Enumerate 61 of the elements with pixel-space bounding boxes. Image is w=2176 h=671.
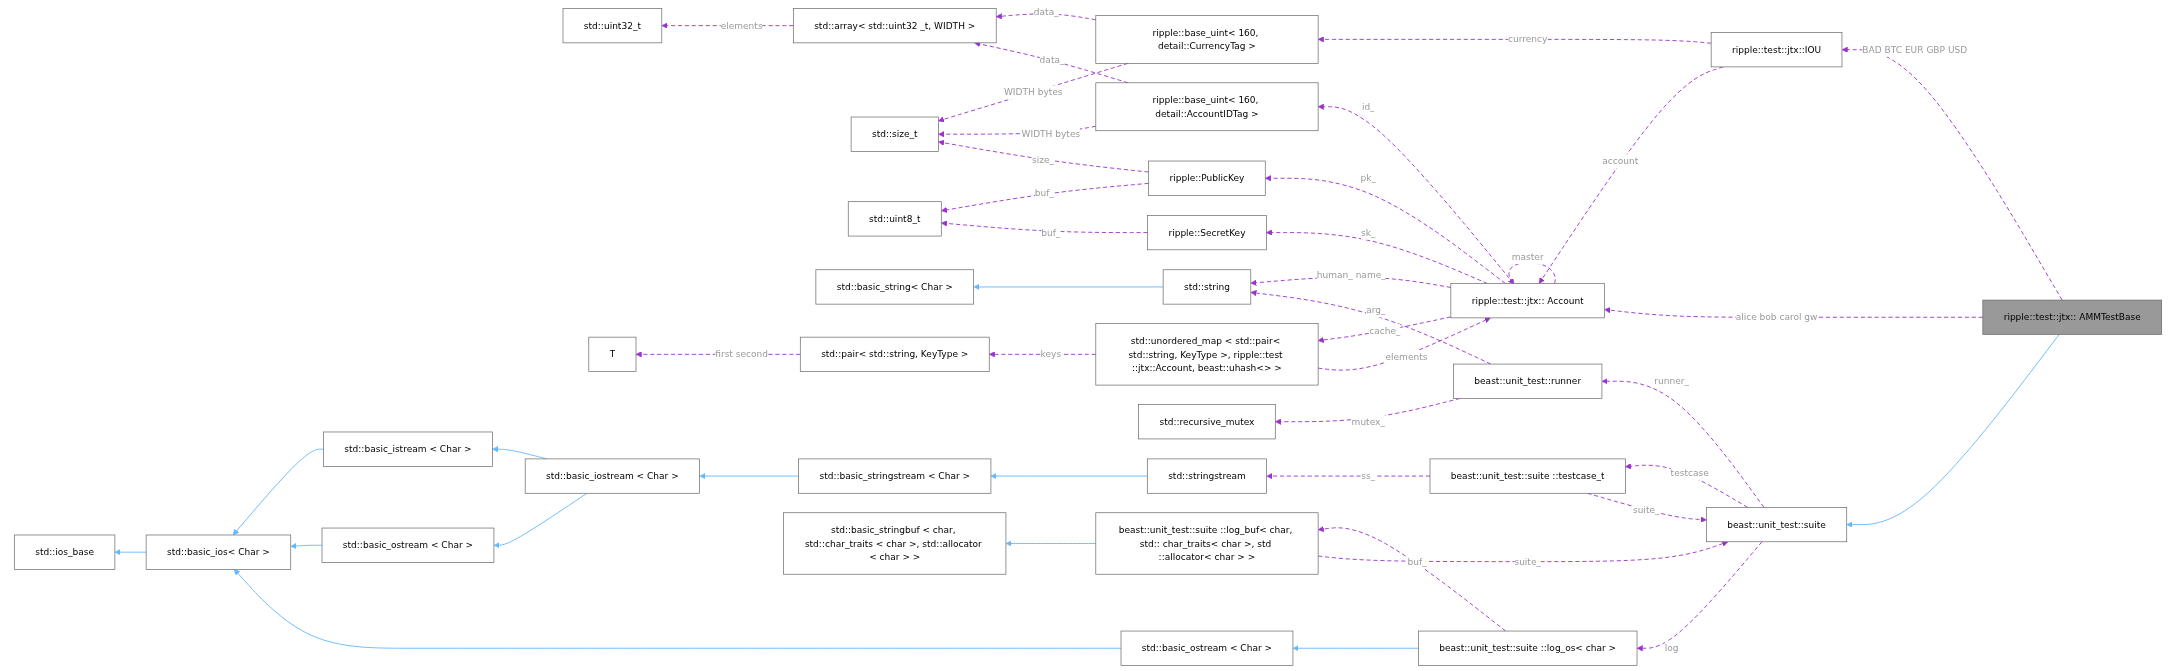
node-box: std::basic_stringstream < Char > (798, 458, 992, 494)
node-box: ripple::test::jtx:: Account (1450, 283, 1605, 319)
edge-label: first second (715, 348, 768, 360)
edge-label: master (1511, 251, 1544, 263)
node-box: ripple::PublicKey (1148, 160, 1266, 196)
edge-label: BAD BTC EUR GBP USD (1862, 44, 1968, 55)
node-box: std::uint32_t (562, 8, 663, 44)
node-box: std::ios_base (14, 534, 116, 570)
node-box: std::recursive_mutex (1138, 404, 1276, 440)
edge-label: log (1664, 642, 1679, 654)
edge-label: WIDTH bytes (1021, 128, 1081, 140)
edge-label: keys (1040, 348, 1062, 360)
edge-label: suite_ (1632, 504, 1660, 516)
edge-label: mutex_ (1351, 416, 1385, 427)
edge-label: suite_ (1514, 556, 1541, 567)
node-box: std::pair< std::string, KeyType > (799, 336, 990, 372)
node-box: ripple::test::jtx:: AMMTestBase (1982, 299, 2162, 335)
node-box: ripple::test::jtx::IOU (1710, 32, 1843, 68)
edge-label: ss_ (1361, 470, 1376, 482)
edge-label: sk_ (1361, 227, 1376, 238)
node-box: std::size_t (850, 116, 939, 152)
node-box: std::basic_stringbuf < char, std::char_traits < char >, std::allocator < char > > (783, 512, 1007, 575)
node-box: std::basic_string< Char > (815, 269, 974, 305)
edge-label: size_ (1032, 154, 1055, 166)
node-box: std::basic_istream < Char > (323, 431, 493, 467)
node-box: std::basic_ostream < Char > (1120, 630, 1294, 666)
edge-label: alice bob carol gw (1735, 311, 1818, 323)
edge-label: buf_ (1034, 187, 1055, 199)
edge-label: human_ name_ (1316, 269, 1386, 280)
edge-label: arg_ (1366, 305, 1386, 316)
edge-label: elements (1385, 351, 1428, 362)
node-box: beast::unit_test::suite ::log_os< char > (1418, 630, 1638, 666)
node-box: std::basic_iostream < Char > (524, 458, 700, 494)
node-box: std::string (1162, 269, 1252, 305)
edge-label: currency (1508, 33, 1548, 45)
node-box: std::basic_ios< Char > (145, 534, 292, 570)
node-box: std::stringstream (1146, 458, 1267, 494)
edge-label: account (1602, 155, 1639, 166)
node-box: std::unordered_map < std::pair< std::string, KeyType >, ripple::test ::jtx::Account, beast::uhash<> > (1095, 323, 1319, 386)
node-box: T (588, 336, 637, 372)
edge-label: buf_ (1407, 556, 1427, 567)
node-box: std::uint8_t (847, 201, 942, 237)
node-box: beast::unit_test::suite (1706, 507, 1848, 543)
edge-label: buf_ (1041, 227, 1061, 238)
edge-label: id_ (1361, 101, 1375, 112)
node-box: std::array< std::uint32 _t, WIDTH > (792, 8, 997, 44)
node-box: ripple::base_uint< 160, detail::AccountIDTag > (1095, 82, 1319, 132)
edge-label: data_ (1033, 6, 1059, 18)
node-box: ripple::SecretKey (1147, 215, 1267, 251)
node-box: beast::unit_test::runner (1453, 363, 1603, 399)
edge-label: testcase (1670, 467, 1709, 479)
node-box: ripple::base_uint< 160, detail::CurrencyTag > (1095, 15, 1319, 64)
edge-label: WIDTH bytes (1003, 86, 1063, 98)
edge-label: runner_ (1654, 375, 1690, 387)
edge-label: elements (720, 20, 763, 31)
edge-label: data_ (1039, 54, 1065, 65)
edge-label: cache_ (1369, 325, 1401, 336)
node-box: beast::unit_test::suite ::log_buf< char, std:: char_traits< char >, std ::allocator< char > > (1095, 512, 1319, 575)
edge-label: pk_ (1360, 172, 1376, 184)
node-box: beast::unit_test::suite ::testcase_t (1429, 458, 1626, 494)
node-box: std::basic_ostream < Char > (321, 527, 495, 563)
